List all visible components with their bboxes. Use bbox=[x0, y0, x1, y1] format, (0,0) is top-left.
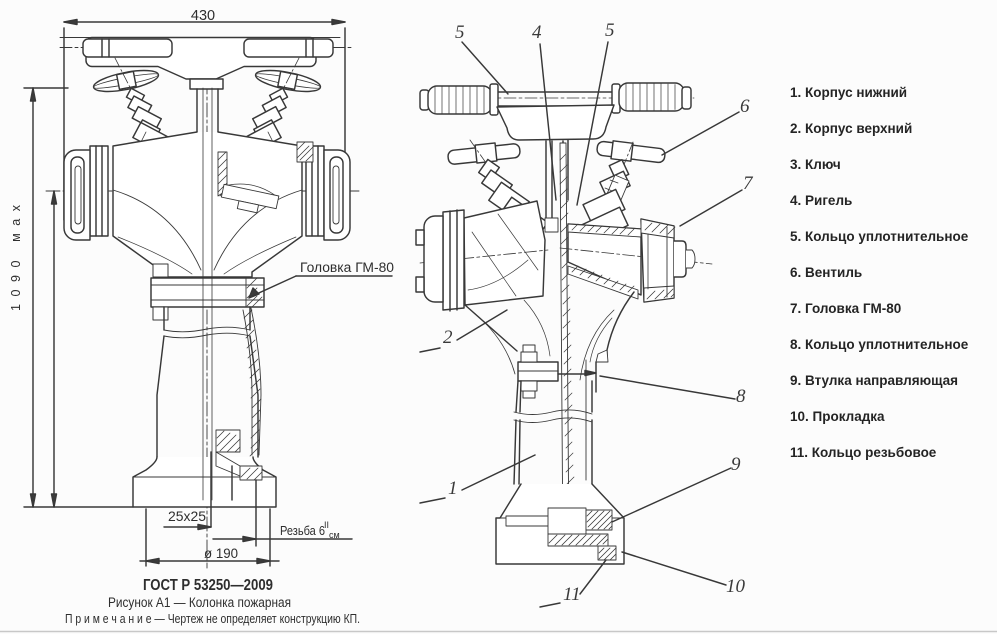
svg-text:ø 190: ø 190 bbox=[204, 546, 238, 561]
svg-text:9. Втулка направляющая: 9. Втулка направляющая bbox=[790, 373, 958, 388]
svg-text:3. Ключ: 3. Ключ bbox=[790, 157, 841, 172]
svg-text:2. Корпус верхний: 2. Корпус верхний bbox=[790, 121, 912, 136]
svg-text:7: 7 bbox=[743, 173, 754, 194]
svg-text:5: 5 bbox=[605, 20, 615, 41]
svg-text:ГОСТ Р 53250—2009: ГОСТ Р 53250—2009 bbox=[143, 577, 273, 594]
svg-text:6. Вентиль: 6. Вентиль bbox=[790, 265, 862, 280]
svg-text:430: 430 bbox=[191, 8, 215, 24]
svg-text:П р и м е ч а н и е — Чертеж: П р и м е ч а н и е — Чертеж не определя… bbox=[65, 612, 360, 626]
svg-text:11. Кольцо резьбовое: 11. Кольцо резьбовое bbox=[790, 445, 937, 460]
svg-text:4: 4 bbox=[532, 22, 542, 43]
svg-text:2: 2 bbox=[443, 327, 453, 348]
svg-text:8: 8 bbox=[736, 386, 746, 407]
svg-text:11: 11 bbox=[563, 584, 581, 605]
svg-text:5. Кольцо уплотнительное: 5. Кольцо уплотнительное bbox=[790, 229, 969, 244]
svg-text:6: 6 bbox=[740, 96, 750, 117]
svg-text:4. Ригель: 4. Ригель bbox=[790, 193, 852, 208]
svg-text:1090 мах: 1090 мах bbox=[9, 204, 23, 311]
svg-text:8. Кольцо уплотнительное: 8. Кольцо уплотнительное bbox=[790, 337, 969, 352]
svg-text:25х25: 25х25 bbox=[168, 509, 206, 524]
svg-text:Рисунок А1 — Колонка пожарная: Рисунок А1 — Колонка пожарная bbox=[108, 595, 291, 610]
svg-text:9: 9 bbox=[731, 454, 741, 475]
svg-text:Резьба 6: Резьба 6 bbox=[280, 523, 325, 538]
svg-text:10: 10 bbox=[726, 576, 746, 597]
svg-text:10. Прокладка: 10. Прокладка bbox=[790, 409, 885, 424]
svg-text:Головка ГМ-80: Головка ГМ-80 bbox=[300, 260, 394, 275]
svg-text:1: 1 bbox=[448, 478, 458, 499]
svg-text:см: см bbox=[329, 530, 340, 540]
svg-text:7. Головка ГМ-80: 7. Головка ГМ-80 bbox=[790, 301, 901, 316]
svg-text:II: II bbox=[324, 520, 329, 530]
svg-text:1. Корпус нижний: 1. Корпус нижний bbox=[790, 85, 907, 100]
svg-text:5: 5 bbox=[455, 22, 465, 43]
